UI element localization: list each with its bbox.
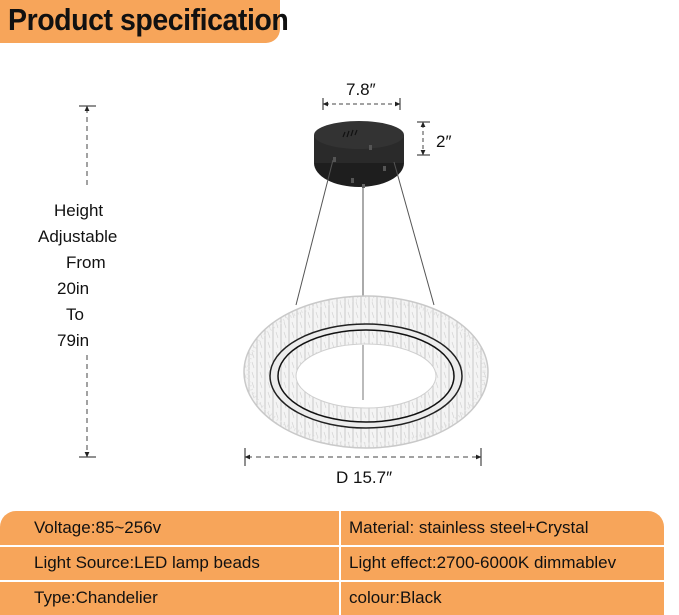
- chandelier-illustration: [79, 98, 489, 466]
- height-line-4: 20in: [57, 279, 90, 298]
- spec-material: Material: stainless steel+Crystal: [349, 518, 589, 537]
- height-line-1: Height: [54, 201, 104, 220]
- ring-diameter-label: D 15.7″: [336, 468, 393, 487]
- canopy-width-dimension: [322, 98, 401, 110]
- title-banner: Product specification: [0, 0, 289, 43]
- ring-diameter-dimension: [244, 448, 482, 466]
- height-line-2: Adjustable: [38, 227, 118, 246]
- canopy-width-label: 7.8″: [346, 80, 376, 99]
- height-line-6: 79in: [57, 331, 90, 350]
- spec-table: Voltage:85~256v Material: stainless stee…: [0, 511, 664, 615]
- spec-voltage: Voltage:85~256v: [34, 518, 162, 537]
- height-adjustable-label: Height Adjustable From 20in To 79in: [30, 198, 140, 354]
- canopy-height-dimension: [417, 121, 430, 156]
- crystal-ring: [243, 295, 489, 449]
- table-divider-vertical: [339, 511, 341, 615]
- spec-colour: colour:Black: [349, 588, 442, 607]
- table-divider-2: [0, 580, 664, 582]
- table-divider-1: [0, 545, 664, 547]
- canopy-height-label: 2″: [436, 132, 452, 151]
- spec-light-effect: Light effect:2700-6000K dimmablev: [349, 553, 617, 572]
- ceiling-canopy: [314, 121, 404, 188]
- height-line-3: From: [66, 253, 106, 272]
- spec-type: Type:Chandelier: [34, 588, 158, 607]
- height-dimension-line: [79, 105, 96, 458]
- spec-light-source: Light Source:LED lamp beads: [34, 553, 260, 572]
- page-title: Product specification: [8, 2, 289, 37]
- height-line-5: To: [66, 305, 84, 324]
